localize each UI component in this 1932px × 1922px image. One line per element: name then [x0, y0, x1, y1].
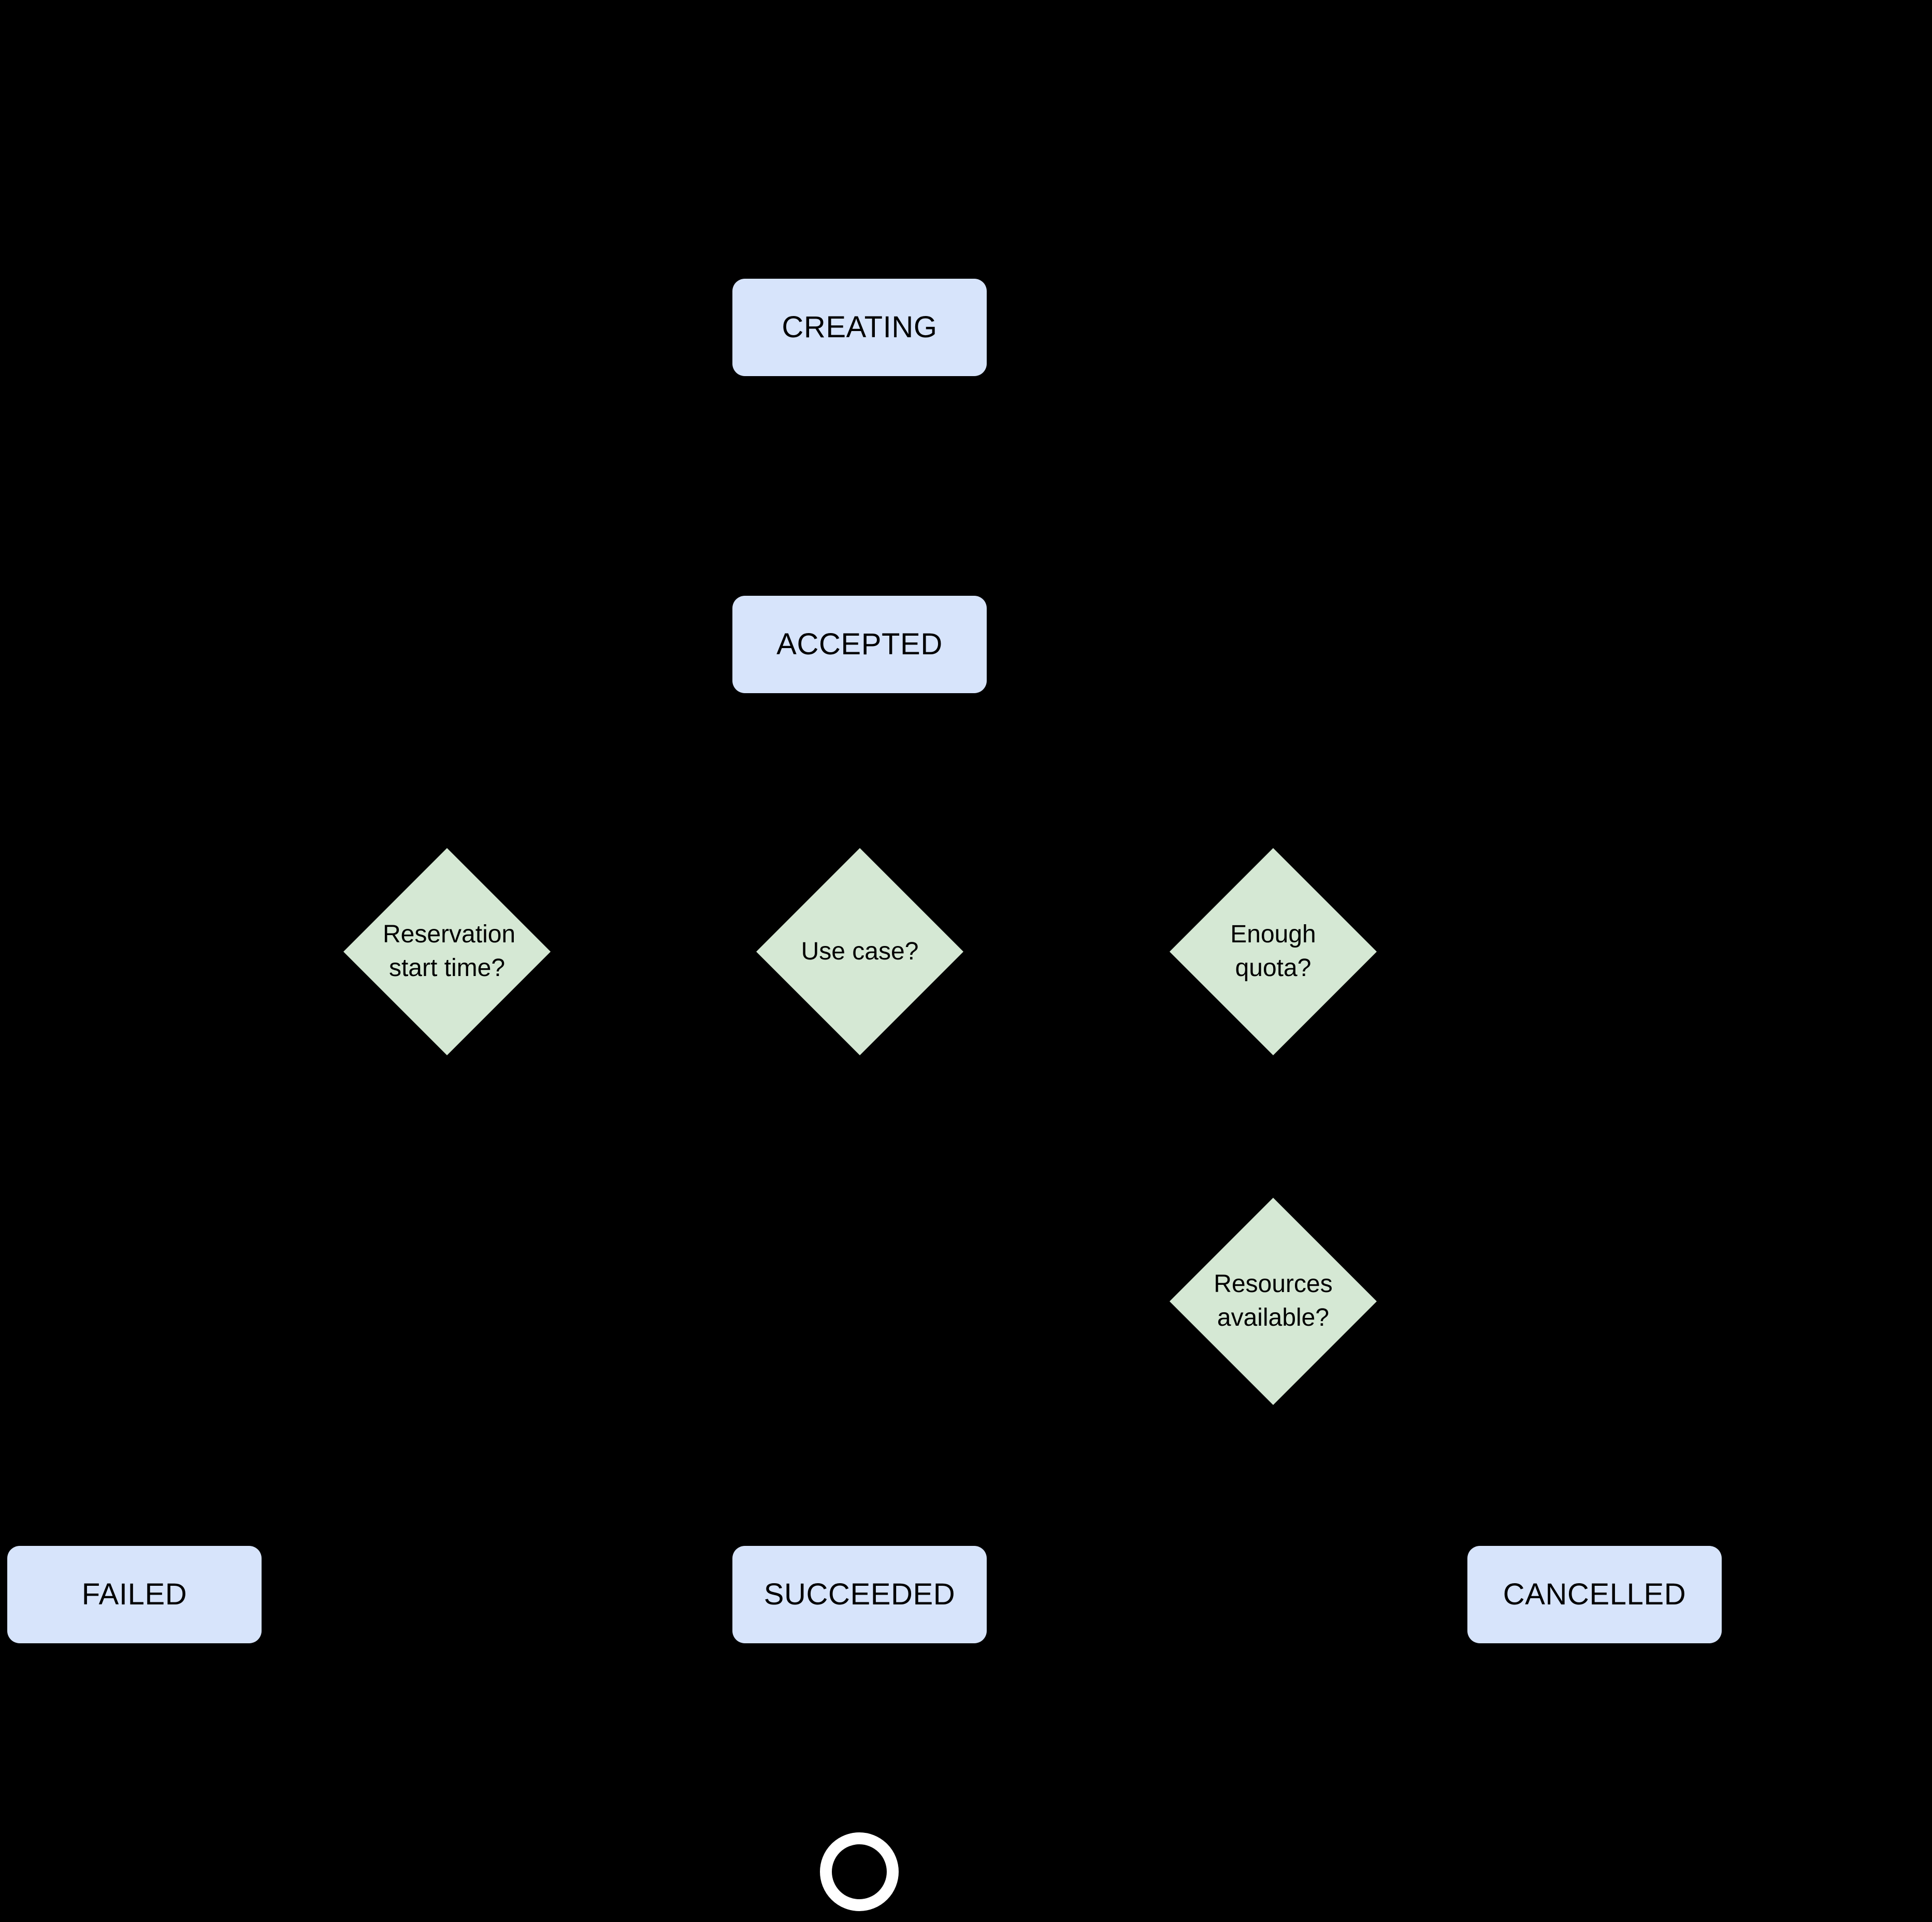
edge-accepted-to-reservation-start-time [445, 693, 861, 848]
edge-reservation-start-time-to-failed [132, 1055, 449, 1546]
node-creating[interactable]: CREATING [732, 279, 987, 376]
node-reservation-start-time[interactable]: Reservation start time? [343, 848, 551, 1055]
node-failed[interactable]: FAILED [7, 1546, 262, 1643]
node-enough-quota[interactable]: Enough quota? [1170, 848, 1377, 1055]
node-cancelled-label: CANCELLED [1503, 1577, 1686, 1612]
node-succeeded-label: SUCCEEDED [763, 1577, 956, 1612]
node-enough-quota-label: Enough quota? [1230, 921, 1316, 982]
node-use-case[interactable]: Use case? [756, 848, 963, 1055]
terminal-ring-icon [820, 1832, 899, 1911]
node-resources-available[interactable]: Resources available? [1170, 1198, 1377, 1405]
node-accepted[interactable]: ACCEPTED [732, 596, 987, 693]
node-use-case-label: Use case? [801, 937, 919, 965]
node-failed-label: FAILED [81, 1577, 188, 1612]
node-accepted-label: ACCEPTED [776, 627, 943, 662]
node-succeeded[interactable]: SUCCEEDED [732, 1546, 987, 1643]
node-resources-available-label: Resources available? [1214, 1270, 1333, 1331]
node-cancelled[interactable]: CANCELLED [1467, 1546, 1722, 1643]
node-reservation-start-time-label: Reservation start time? [383, 921, 516, 982]
edge-resources-available-to-cancelled [1271, 1405, 1596, 1546]
edge-accepted-to-enough-quota [857, 693, 1275, 848]
node-creating-label: CREATING [782, 310, 938, 345]
